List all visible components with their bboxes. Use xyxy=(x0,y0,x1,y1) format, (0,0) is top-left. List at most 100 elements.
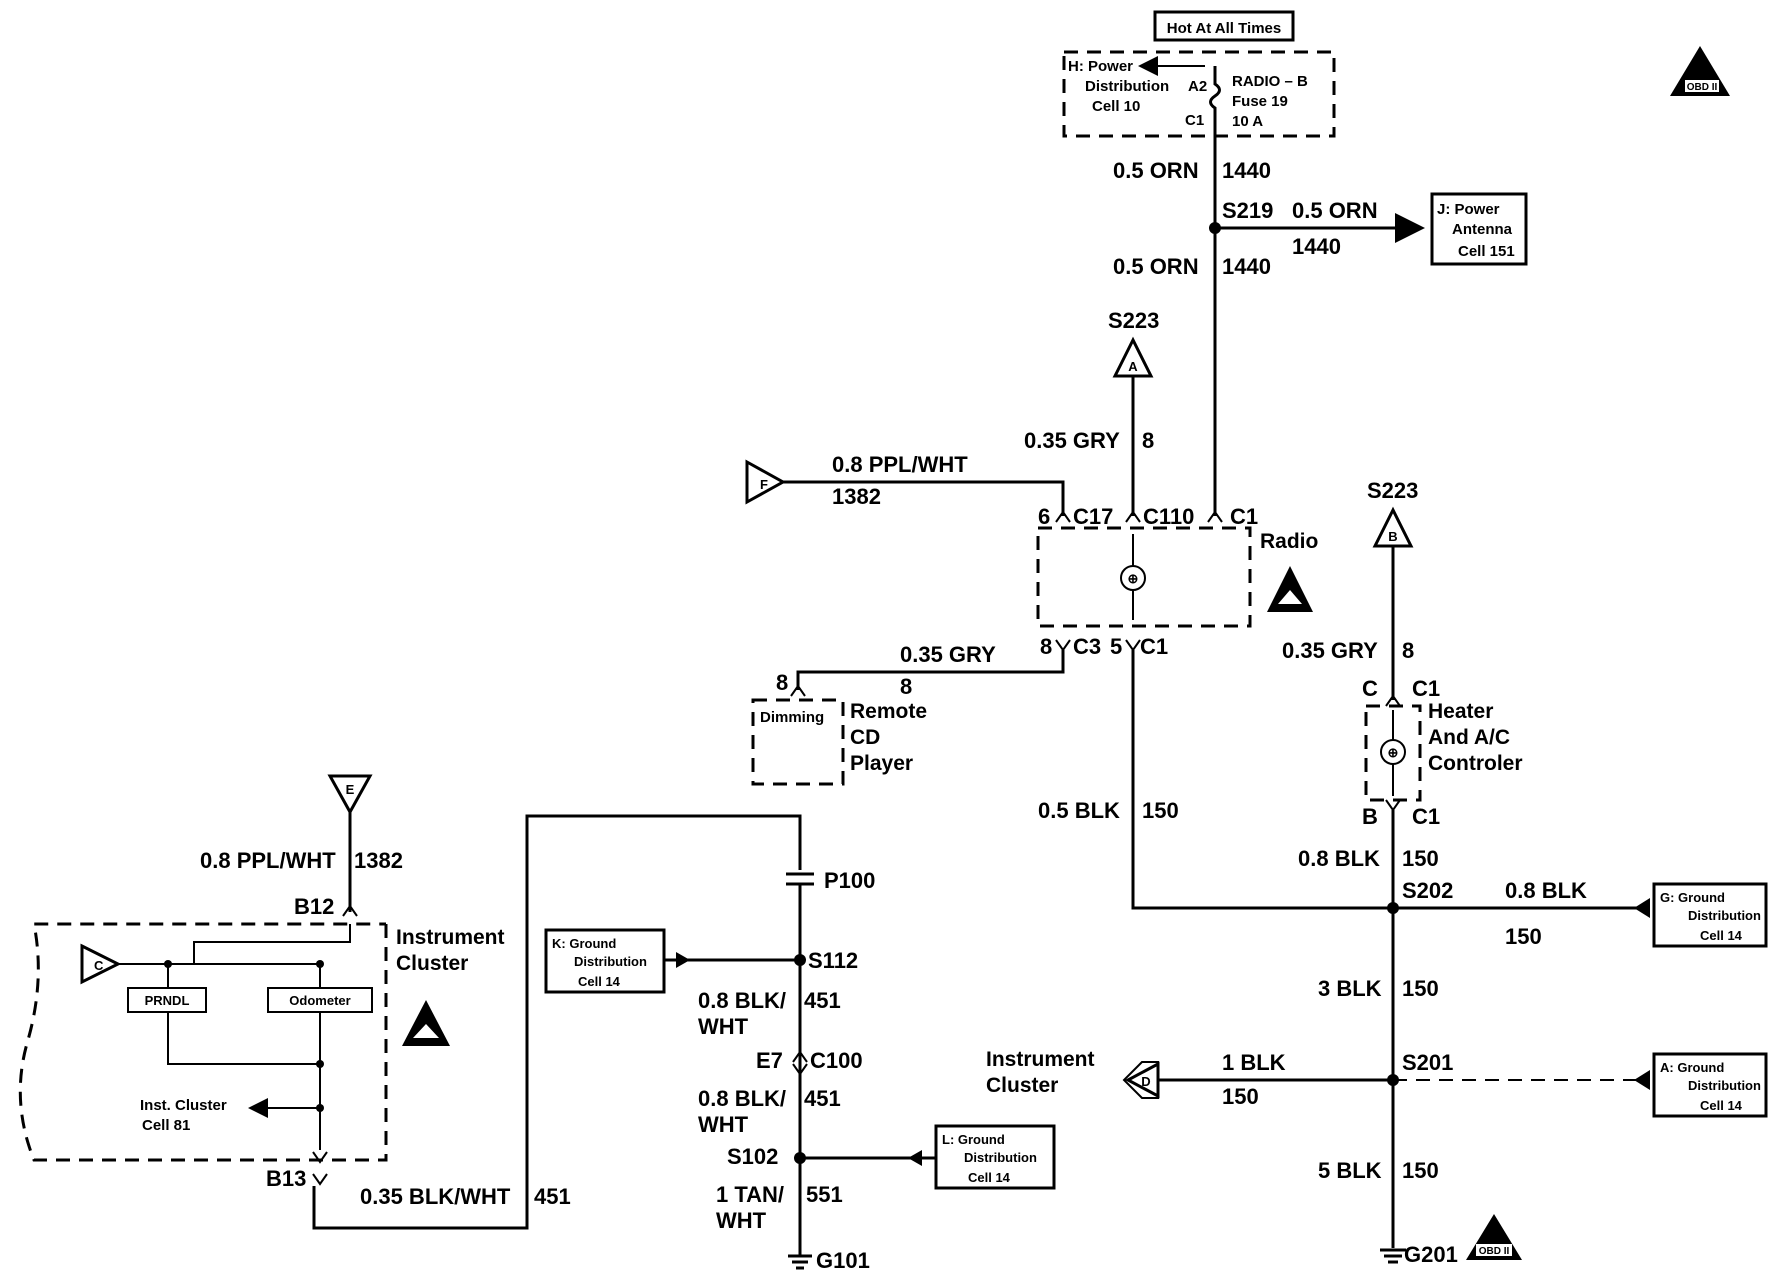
diagram-label: L: Ground xyxy=(942,1132,1005,1147)
esd-badge-bottom: OBD II xyxy=(1466,1214,1522,1260)
esd-icon-cluster xyxy=(402,1000,450,1046)
diagram-label: B xyxy=(1388,529,1397,544)
diagram-label: 150 xyxy=(1402,1158,1439,1183)
diagram-label: 1382 xyxy=(354,848,403,873)
diagram-label: S223 xyxy=(1367,478,1418,503)
diagram-label: ⊕ xyxy=(1128,571,1139,586)
diagram-label: 0.8 PPL/WHT xyxy=(832,452,968,477)
diagram-label: OBD II xyxy=(1479,1246,1510,1257)
diagram-label: 1 BLK xyxy=(1222,1050,1286,1075)
diagram-label: Distribution xyxy=(1688,1078,1761,1093)
esd-icon-radio xyxy=(1267,566,1313,612)
diagram-label: Cell 14 xyxy=(578,974,621,989)
diagram-label: 0.8 BLK/ xyxy=(698,988,786,1013)
instrument-cluster-component xyxy=(18,922,388,1162)
diagram-label: 150 xyxy=(1402,846,1439,871)
diagram-label: Distribution xyxy=(964,1150,1037,1165)
diagram-label: WHT xyxy=(698,1112,749,1137)
diagram-label: S202 xyxy=(1402,878,1453,903)
diagram-label: 1382 xyxy=(832,484,881,509)
connector-p100 xyxy=(786,872,814,886)
diagram-label: RADIO – B xyxy=(1232,73,1308,90)
ground-g201 xyxy=(1380,1248,1406,1264)
remote-cd-player: Dimming xyxy=(751,698,845,786)
diagram-label: 150 xyxy=(1505,924,1542,949)
diagram-label: ⊕ xyxy=(1388,745,1399,760)
diagram-label: P100 xyxy=(824,868,875,893)
diagram-label: Cell 14 xyxy=(1700,1098,1743,1113)
diagram-label: 1440 xyxy=(1222,254,1271,279)
diagram-label: S112 xyxy=(808,948,858,973)
diagram-label: 8 xyxy=(776,670,788,695)
diagram-label: F xyxy=(760,477,768,492)
diagram-label: Inst. Cluster xyxy=(140,1097,227,1114)
diagram-label: 551 xyxy=(806,1182,843,1207)
diagram-label: H: Power xyxy=(1068,58,1133,75)
diagram-label: A: Ground xyxy=(1660,1060,1724,1075)
off-page-a-triangle: A xyxy=(1112,336,1154,378)
prndl-box: PRNDL xyxy=(127,987,207,1013)
diagram-label: Cell 10 xyxy=(1092,98,1140,115)
diagram-label: 0.5 ORN xyxy=(1292,198,1378,223)
diagram-label: Cell 14 xyxy=(968,1170,1011,1185)
hvac-controller: ⊕ xyxy=(1364,704,1422,802)
diagram-label: 8 xyxy=(1040,634,1052,659)
diagram-label: G201 xyxy=(1404,1242,1458,1267)
diagram-label: B12 xyxy=(294,894,334,919)
diagram-label: Distribution xyxy=(1085,78,1169,95)
diagram-label: Odometer xyxy=(289,993,350,1008)
diagram-label: 0.35 BLK/WHT xyxy=(360,1184,511,1209)
diagram-label: 0.35 GRY xyxy=(1282,638,1378,663)
diagram-label: G101 xyxy=(816,1248,870,1273)
diagram-label: 150 xyxy=(1402,976,1439,1001)
diagram-label: B xyxy=(1362,804,1378,829)
diagram-label: CD xyxy=(850,726,880,749)
diagram-label: Antenna xyxy=(1452,221,1513,238)
fuse-block: H: Power Distribution Cell 10 A2 C1 RADI… xyxy=(1062,50,1336,138)
ground-dist-g-ref: G: Ground Distribution Cell 14 xyxy=(1652,882,1768,948)
diagram-label: J: Power xyxy=(1437,201,1500,218)
ground-g101 xyxy=(788,1254,812,1270)
diagram-label: 0.8 BLK xyxy=(1298,846,1380,871)
diagram-label: 451 xyxy=(534,1184,571,1209)
diagram-label: 0.8 BLK/ xyxy=(698,1086,786,1111)
diagram-label: 6 xyxy=(1038,504,1050,529)
diagram-label: OBD II xyxy=(1687,82,1718,93)
diagram-label: C1 xyxy=(1412,676,1440,701)
diagram-label: Fuse 19 xyxy=(1232,93,1288,110)
diagram-label: 5 xyxy=(1110,634,1122,659)
diagram-label: Cluster xyxy=(396,952,468,975)
diagram-label: Distribution xyxy=(1688,908,1761,923)
diagram-label: S201 xyxy=(1402,1050,1453,1075)
off-page-c-flag: C xyxy=(80,943,122,985)
diagram-label: K: Ground xyxy=(552,936,616,951)
diagram-label: 0.5 ORN xyxy=(1113,158,1199,183)
diagram-label: PRNDL xyxy=(145,993,190,1008)
diagram-label: 5 BLK xyxy=(1318,1158,1382,1183)
diagram-label: 8 xyxy=(1142,428,1154,453)
ground-dist-a-ref: A: Ground Distribution Cell 14 xyxy=(1652,1052,1768,1118)
diagram-label: 451 xyxy=(804,1086,841,1111)
esd-badge-top: OBD II xyxy=(1670,46,1730,96)
diagram-label: 10 A xyxy=(1232,113,1263,130)
off-page-b-triangle: B xyxy=(1372,506,1414,548)
diagram-label: S223 xyxy=(1108,308,1159,333)
diagram-label: 8 xyxy=(1402,638,1414,663)
diagram-label: 0.5 BLK xyxy=(1038,798,1120,823)
diagram-label: 0.35 GRY xyxy=(1024,428,1120,453)
diagram-label: Instrument xyxy=(396,926,505,949)
diagram-label: Cell 14 xyxy=(1700,928,1743,943)
diagram-label: WHT xyxy=(698,1014,749,1039)
diagram-label: Heater xyxy=(1428,700,1493,723)
off-page-d-flag: D xyxy=(1122,1061,1160,1099)
diagram-label: C110 xyxy=(1143,504,1194,529)
odometer-box: Odometer xyxy=(267,987,373,1013)
diagram-label: Player xyxy=(850,752,913,775)
diagram-label: C1 xyxy=(1412,804,1440,829)
diagram-label: Controler xyxy=(1428,752,1523,775)
diagram-label: C17 xyxy=(1073,504,1113,529)
diagram-label: A xyxy=(1128,359,1138,374)
diagram-label: Hot At All Times xyxy=(1167,20,1281,37)
diagram-label: A2 xyxy=(1188,78,1207,95)
